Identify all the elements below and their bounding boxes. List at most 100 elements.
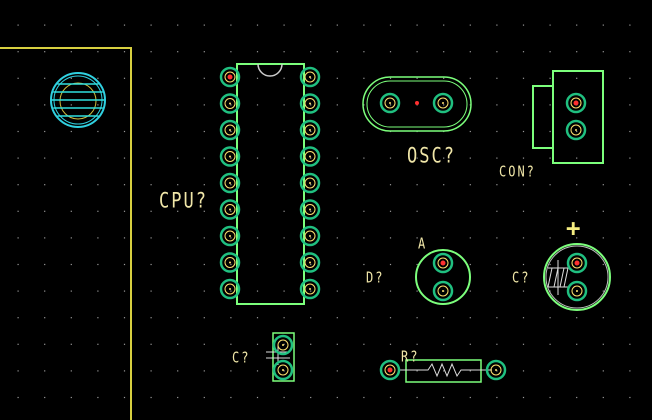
grid-dot bbox=[389, 290, 392, 292]
cpu-designator[interactable]: CPU? bbox=[159, 188, 208, 214]
grid-dot bbox=[629, 104, 631, 106]
grid-dot bbox=[336, 343, 338, 345]
resistor-designator[interactable]: R? bbox=[401, 347, 420, 366]
resistor-symbol bbox=[398, 362, 492, 378]
mounting-hole[interactable] bbox=[50, 72, 106, 128]
grid-dot bbox=[150, 184, 152, 186]
pad-hole bbox=[304, 283, 316, 295]
grid-dot bbox=[44, 104, 46, 106]
grid-dot bbox=[336, 210, 338, 212]
grid-dot bbox=[97, 237, 99, 239]
grid-dot bbox=[310, 317, 312, 319]
pad-hole bbox=[384, 97, 396, 109]
grid-dot bbox=[97, 317, 99, 319]
grid-dot bbox=[97, 77, 99, 79]
grid-dot bbox=[363, 184, 365, 186]
pad-ring bbox=[299, 66, 321, 88]
grid-dot bbox=[549, 157, 551, 159]
pad-ring bbox=[272, 359, 294, 381]
grid-dot bbox=[256, 317, 259, 319]
grid-dot bbox=[549, 210, 551, 212]
osc-footprint[interactable] bbox=[362, 76, 472, 132]
grid-dot bbox=[17, 184, 19, 186]
grid-dot bbox=[576, 237, 578, 239]
grid-dot bbox=[443, 77, 445, 79]
pad-center bbox=[309, 261, 311, 264]
grid-dot bbox=[203, 184, 205, 186]
con-designator[interactable]: CON? bbox=[499, 162, 536, 181]
grid-dot bbox=[203, 263, 205, 266]
osc-center bbox=[415, 101, 419, 105]
osc-outline-inner bbox=[366, 80, 468, 128]
grid-dot bbox=[256, 184, 259, 186]
grid-dot bbox=[389, 343, 392, 345]
pad-hole bbox=[304, 124, 316, 136]
pad-ring bbox=[566, 252, 588, 274]
pad-ring bbox=[299, 225, 321, 247]
cap-outline-inner bbox=[545, 245, 609, 309]
grid-dot bbox=[150, 317, 152, 319]
grid-dot bbox=[44, 237, 46, 239]
board-outline[interactable] bbox=[0, 47, 132, 420]
cap-electrolytic-footprint[interactable] bbox=[543, 243, 611, 311]
diode-footprint[interactable] bbox=[415, 249, 471, 305]
pad-center bbox=[440, 260, 446, 266]
grid-dot bbox=[283, 51, 285, 53]
grid-dot bbox=[230, 290, 232, 292]
grid-dot bbox=[416, 343, 418, 345]
grid-dot bbox=[70, 263, 72, 266]
grid-dot bbox=[576, 24, 578, 26]
grid-dot bbox=[230, 130, 232, 133]
grid-dot bbox=[203, 370, 205, 372]
grid-dot bbox=[150, 130, 152, 133]
grid-dot bbox=[44, 263, 46, 266]
grid-dot bbox=[17, 370, 19, 372]
con-footprint[interactable] bbox=[532, 70, 604, 164]
grid-dot bbox=[97, 370, 99, 372]
grid-dot bbox=[496, 370, 498, 372]
grid-dot bbox=[44, 343, 46, 345]
grid-dot bbox=[97, 343, 99, 345]
grid-dot bbox=[629, 263, 631, 266]
grid-dot bbox=[443, 317, 445, 319]
grid-dot bbox=[629, 130, 631, 133]
cpu-notch bbox=[257, 63, 283, 77]
grid-dot bbox=[602, 263, 604, 266]
grid-dot bbox=[177, 290, 179, 292]
grid-dot bbox=[283, 77, 285, 79]
grid-dot bbox=[576, 130, 578, 133]
pad-hole bbox=[437, 257, 449, 269]
grid-dot bbox=[469, 317, 471, 319]
grid-dot bbox=[416, 317, 418, 319]
pad-center bbox=[575, 129, 577, 131]
con-tab bbox=[532, 85, 554, 149]
cap-small-designator[interactable]: C? bbox=[232, 348, 251, 367]
cap-small-footprint[interactable] bbox=[266, 332, 295, 382]
osc-designator[interactable]: OSC? bbox=[407, 143, 456, 169]
pad-center bbox=[309, 208, 311, 211]
diode-designator[interactable]: D? bbox=[366, 268, 385, 287]
cap-electrolytic-designator[interactable]: C? bbox=[512, 268, 531, 287]
cpu-footprint[interactable] bbox=[219, 63, 321, 305]
grid-dot bbox=[496, 343, 498, 345]
grid-dot bbox=[469, 157, 471, 159]
grid-dot bbox=[17, 51, 19, 53]
grid-dot bbox=[310, 290, 312, 292]
grid-dot bbox=[522, 343, 525, 345]
resistor-footprint[interactable] bbox=[379, 359, 507, 383]
pad-center bbox=[229, 208, 231, 211]
grid-dot bbox=[177, 184, 179, 186]
grid-dot bbox=[177, 317, 179, 319]
grid-dot bbox=[203, 237, 205, 239]
grid-dot bbox=[70, 210, 72, 212]
grid-dot bbox=[97, 130, 99, 133]
grid-dot bbox=[576, 51, 578, 53]
hole-drill bbox=[59, 82, 97, 120]
grid-dot bbox=[150, 51, 152, 53]
grid-dot bbox=[469, 370, 471, 372]
grid-dot bbox=[230, 157, 232, 159]
grid-dot bbox=[256, 263, 259, 266]
grid-dot bbox=[469, 184, 471, 186]
grid-dot bbox=[629, 184, 631, 186]
